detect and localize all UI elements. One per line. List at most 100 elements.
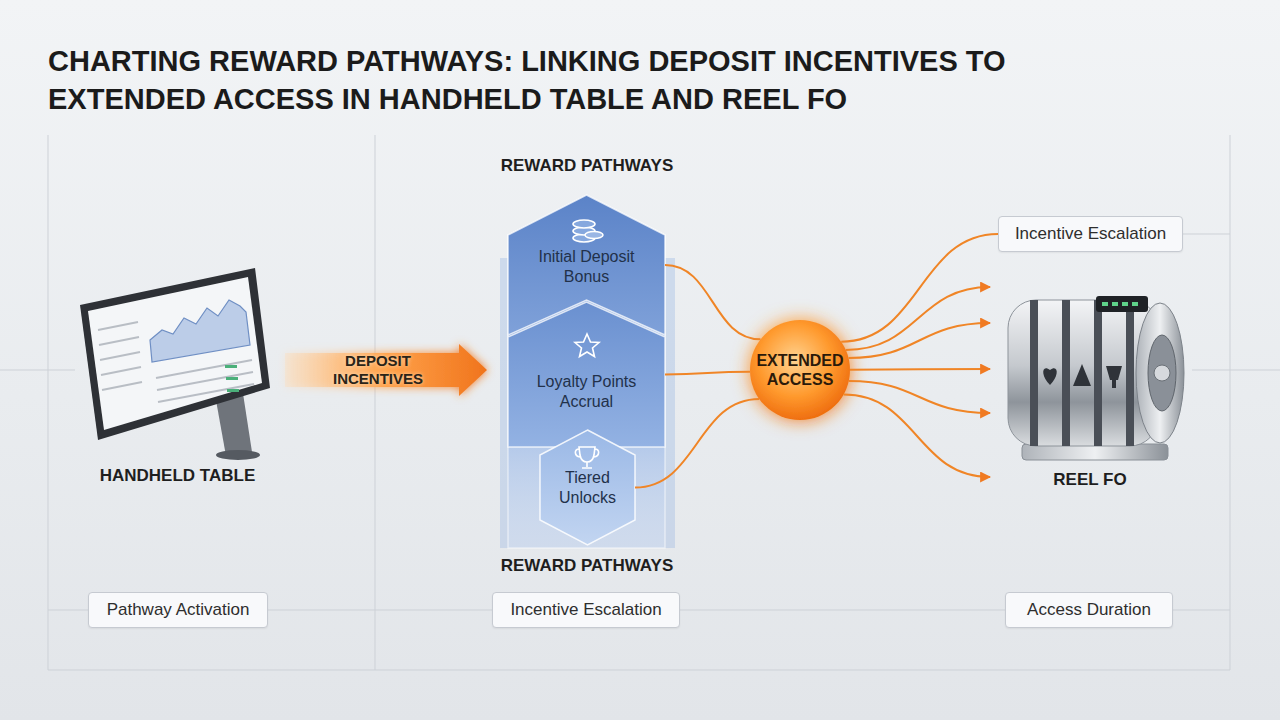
display-light (1112, 302, 1118, 306)
reel-symbol (1106, 366, 1122, 388)
flow-connector (849, 323, 990, 358)
screen-row (98, 322, 138, 330)
flow-connector (844, 395, 990, 477)
flow-connector (849, 381, 990, 413)
screen-value (226, 377, 238, 380)
node-text: HANDHELD TABLE (70, 466, 285, 486)
reel-base (1022, 444, 1168, 460)
star-icon (575, 334, 599, 357)
screen-row (99, 337, 139, 345)
screen-row (156, 360, 252, 378)
screen-row (157, 372, 253, 390)
reward-step: Loyalty Points Accrual (508, 302, 665, 447)
tablet-stand (212, 374, 252, 456)
reel-symbols (1043, 364, 1122, 388)
reel-symbol (1043, 368, 1057, 385)
screen-value (227, 389, 239, 392)
display-light (1102, 302, 1108, 306)
trophy-icon (575, 447, 598, 468)
reel-body (1008, 300, 1158, 446)
outline-shape (508, 302, 665, 447)
node-text: REEL FO (990, 470, 1190, 490)
node-text: Incentive Escalation (1011, 224, 1170, 244)
tablet-illustration (80, 268, 270, 460)
node-outline (540, 430, 635, 545)
screen-rows (98, 322, 254, 402)
screen-row (101, 367, 141, 375)
coin (573, 220, 595, 228)
screen-value (225, 365, 237, 368)
stage-box: Incentive Escalation (998, 216, 1183, 252)
stage-label: REWARD PATHWAYS (487, 556, 687, 576)
display-light (1132, 302, 1138, 306)
block-arrow (285, 344, 487, 396)
screen-row (102, 382, 142, 390)
flow-connector (841, 234, 998, 342)
grid-line (48, 670, 1230, 671)
grid-line (375, 135, 376, 670)
display-light (1122, 302, 1128, 306)
coin (585, 232, 603, 239)
outline-shape (508, 195, 665, 548)
reel-end-cap (1136, 303, 1184, 443)
reel-hub (1154, 365, 1170, 381)
outline-shape (540, 430, 635, 545)
coin-icon (573, 220, 603, 242)
access-circle: EXTENDED ACCESS (750, 320, 850, 420)
tablet-frame (80, 268, 270, 440)
diagram-title: CHARTING REWARD PATHWAYS: LINKING DEPOSI… (48, 42, 1123, 118)
grid-line (1173, 610, 1230, 611)
reel-rib (1030, 300, 1038, 446)
grid-line (48, 610, 88, 611)
reel-gear (1148, 335, 1176, 411)
screen-row (100, 352, 140, 360)
screen-values (225, 365, 239, 392)
reel-display-lights (1102, 302, 1138, 306)
reel-rib (1126, 300, 1134, 446)
node-text: EXTENDED ACCESS (750, 351, 850, 389)
node-text: Incentive Escalation (506, 600, 665, 620)
coin (573, 234, 595, 242)
stage-box: Pathway Activation (88, 592, 268, 628)
reel-rib (1062, 300, 1070, 446)
reel-rib (1094, 300, 1102, 446)
reel-symbol (1073, 364, 1091, 386)
stage-box: Incentive Escalation (492, 592, 680, 628)
screen-chart (150, 300, 250, 362)
node-text: Initial Deposit Bonus (508, 247, 665, 287)
flow-connector (850, 368, 990, 371)
outline-circle (750, 320, 850, 420)
flow-connector (665, 372, 750, 375)
reel-illustration (1008, 296, 1184, 460)
node-text: Pathway Activation (103, 600, 254, 620)
node-text: Access Duration (1023, 600, 1155, 620)
tablet-stand-base (216, 450, 260, 460)
screen-row (158, 384, 254, 402)
node-text: Loyalty Points Accrual (508, 372, 665, 412)
flow-connector (635, 399, 759, 487)
coin (573, 227, 595, 235)
node-text: Tiered Unlocks (540, 468, 635, 508)
reel-ribs (1030, 300, 1134, 446)
grid-line (1230, 135, 1231, 670)
flow-connector (665, 265, 761, 339)
reel-display (1096, 296, 1148, 312)
stage-box: Access Duration (1005, 592, 1173, 628)
node-text: REWARD PATHWAYS (487, 156, 687, 176)
connector-label: DEPOSIT INCENTIVES (313, 352, 443, 388)
grid-line (0, 370, 75, 371)
reward-step: Tiered Unlocks (540, 430, 635, 545)
grid-line (680, 610, 1005, 611)
grid-line (268, 610, 492, 611)
pathway-stack: Initial Deposit BonusLoyalty Points Accr… (487, 152, 687, 550)
grid-line (1183, 234, 1230, 235)
node-outline (750, 320, 850, 420)
grid-line (48, 135, 49, 670)
tablet-screen (88, 277, 262, 430)
flow-connector (846, 287, 990, 350)
reel-node: REEL FO (990, 272, 1190, 497)
grid-line (1192, 370, 1280, 371)
device-node: HANDHELD TABLE (70, 262, 285, 497)
